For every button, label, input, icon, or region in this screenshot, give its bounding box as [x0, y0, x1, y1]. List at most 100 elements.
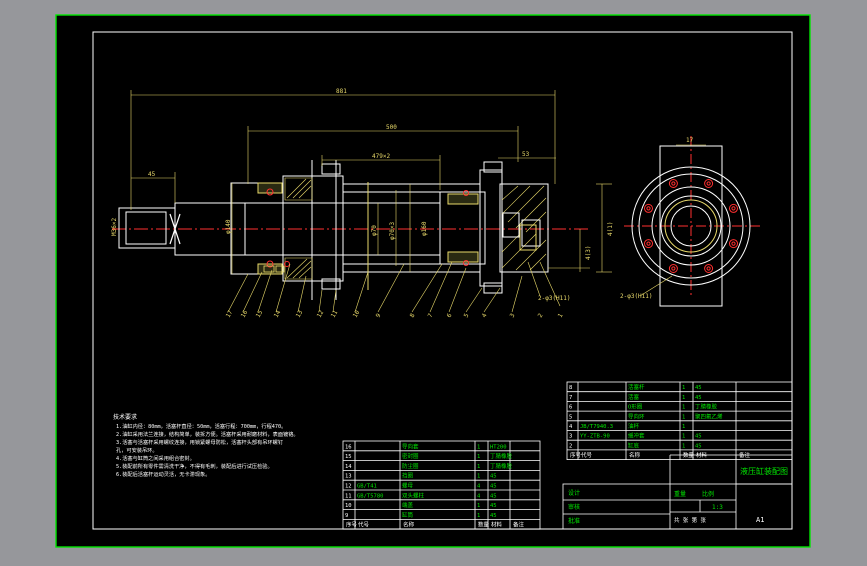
bolt-hole	[728, 239, 738, 249]
part-number-13: 13	[295, 309, 305, 319]
part-number-11: 11	[330, 309, 340, 319]
bom-cell: 1	[477, 464, 480, 470]
bom-cell: 45	[695, 443, 702, 449]
bolt-hole-inner	[671, 181, 676, 186]
bolt-hole	[644, 203, 654, 213]
part-number-9: 9	[375, 312, 383, 319]
bolt-hole	[644, 239, 654, 249]
part-number-3: 3	[509, 312, 517, 319]
bom-cell: 15	[345, 454, 352, 460]
notes-title: 技术要求	[113, 413, 137, 421]
bolt-hole-inner	[706, 266, 711, 271]
bom-cell: 45	[490, 493, 497, 499]
part-number-12: 12	[316, 309, 326, 319]
bom-cell: 1	[477, 454, 480, 460]
end-outer-circle	[631, 166, 751, 286]
dim-mount-offset: 4(3)	[585, 246, 592, 260]
bolt-heads	[266, 188, 469, 268]
bom-cell: 活塞杆	[628, 383, 645, 391]
end-flange-square	[659, 145, 723, 307]
part-number-1: 1	[557, 312, 565, 319]
checker-label: 审核	[568, 503, 580, 511]
part-number-6: 6	[446, 312, 454, 319]
bom-cell: 活塞	[628, 393, 640, 401]
notes-line-1: 1.油缸内径：80mm，活塞杆直径：50mm，活塞行程：700mm，行程470。	[116, 422, 286, 430]
weight-label: 重量	[674, 490, 686, 498]
bolt-hole	[728, 203, 738, 213]
bom-cell: 45	[695, 434, 702, 440]
cylinder-section-view	[112, 160, 590, 300]
bolt-hole	[668, 263, 678, 273]
bom-cell: YY-ZTB-90	[580, 434, 610, 440]
dim-rod-end: 45	[148, 171, 156, 178]
bom-cell: 7	[569, 395, 572, 401]
bom-cell: 2	[569, 443, 572, 449]
end-view: 17 2-φ3(H11)	[620, 136, 760, 307]
bom-cell: 1	[682, 414, 685, 420]
dimension-texts: 881 500 479×2 53 45 M36×2 φ140 φ70 φ70×3…	[111, 88, 614, 302]
bom-cell: GB/T41	[357, 484, 377, 490]
dim-oil-port-side: 2-φ3(H11)	[620, 293, 653, 300]
dim-bore: φ140	[225, 219, 232, 234]
bom-cell: 导向环	[628, 412, 645, 420]
bom-cell: 缓冲套	[628, 432, 645, 440]
dim-rod: φ70	[371, 225, 378, 236]
bom-cell: 11	[345, 493, 352, 499]
bom-cell: GB/T5780	[357, 493, 384, 499]
notes-line-2: 2.油缸采用法兰连接，结构简单，装拆方便。活塞杆采用耐磨材料，表面镀铬。	[116, 430, 299, 438]
head-hatch	[284, 177, 313, 280]
part-number-5: 5	[463, 312, 471, 319]
bolt-hole-inner	[706, 181, 711, 186]
bom-cell: 12	[345, 484, 352, 490]
bom-cell: 1	[682, 395, 685, 401]
bom-header-cell: 材料	[491, 521, 503, 529]
drawing-name: 液压缸装配图	[740, 466, 788, 476]
piston	[439, 191, 486, 265]
bom-cell: 1	[477, 503, 480, 509]
bolt-hole	[704, 179, 714, 189]
dim-port-spacing: 479×2	[372, 153, 390, 160]
bom-cell: 45	[695, 395, 702, 401]
bolt-hole-inner	[731, 206, 736, 211]
bolt-hole-inner	[671, 266, 676, 271]
notes-line-5: 4.活塞与缸筒之间采用组合密封。	[116, 454, 195, 462]
notes-line-4: 孔，可安装吊环。	[116, 446, 158, 454]
bom-cell: 45	[490, 513, 497, 519]
bom-cell: 1	[682, 385, 685, 391]
dim-stroke: 500	[386, 124, 397, 131]
part-number-10: 10	[352, 309, 362, 319]
bom-cell: 14	[345, 464, 352, 470]
bom-cell: 挡圈	[402, 472, 414, 480]
bom-cell: 丁腈橡胶	[695, 403, 718, 411]
sheet-label: 共 张 第 张	[674, 516, 706, 524]
dim-mount-height: 4(1)	[607, 222, 614, 236]
part-number-8: 8	[409, 312, 417, 319]
bom-cell: 10	[345, 503, 352, 509]
bom-cell: 4	[477, 493, 481, 499]
bom-header-cell: 代号	[358, 521, 370, 529]
bolt-hole	[704, 263, 714, 273]
dim-barrel: φ160	[421, 221, 428, 236]
part-number-16: 16	[240, 309, 250, 319]
sheet-size: A1	[756, 516, 764, 524]
bom-cell: 8	[569, 385, 572, 391]
bom-header-cell: 名称	[403, 521, 415, 529]
approve-label: 批准	[568, 517, 580, 525]
bom-cell: JB/T7940.3	[580, 424, 613, 430]
bom-cell: 油杯	[628, 422, 640, 430]
paper	[55, 14, 811, 548]
dimension-lines	[130, 90, 612, 313]
cylinder-base	[499, 183, 549, 273]
notes-line-3: 3.活塞与活塞杆采用螺纹连接，用锁紧螺母防松，活塞杆头部有吊环螺钉	[116, 438, 283, 446]
bom-cell: 45	[490, 503, 497, 509]
bom-cell: 丁腈橡胶	[490, 452, 513, 460]
bom-cell: 密封圈	[402, 452, 419, 460]
bom-header-cell: 名称	[629, 451, 641, 459]
bom-cell: 丁腈橡胶	[490, 462, 513, 470]
bom-cell: 1	[477, 513, 480, 519]
notes-line-7: 6.装配后活塞杆运动灵活，无卡滞现象。	[116, 470, 210, 478]
bom-cell: 1	[682, 424, 685, 430]
